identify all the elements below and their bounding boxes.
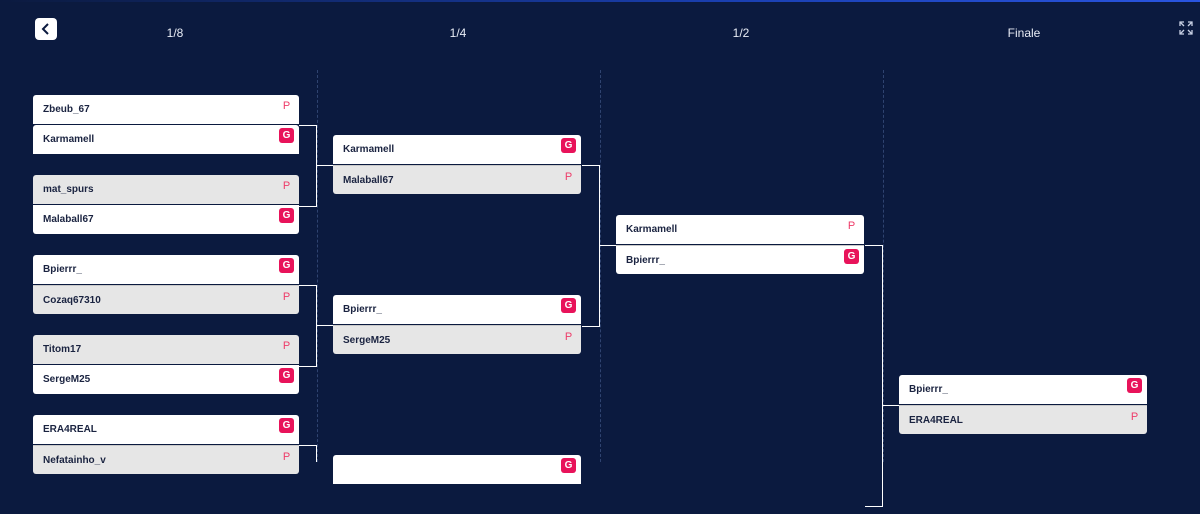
match-card[interactable]: Karmamell G Malaball67 P: [333, 135, 581, 194]
bracket-connector: [316, 165, 333, 166]
player-row[interactable]: Cozaq67310 P: [33, 285, 299, 314]
player-row[interactable]: Malaball67 P: [333, 165, 581, 194]
player-name: SergeM25: [343, 334, 391, 346]
player-row[interactable]: Bpierrr_ G: [616, 245, 864, 274]
player-row[interactable]: SergeM25 G: [33, 365, 299, 394]
match-card[interactable]: Titom17 P SergeM25 G: [33, 335, 299, 394]
result-badge: G: [844, 249, 859, 264]
player-name: Titom17: [43, 344, 82, 355]
player-name: ERA4REAL: [43, 424, 97, 435]
match-card[interactable]: Bpierrr_ G SergeM25 P: [333, 295, 581, 354]
round-divider: [883, 70, 884, 462]
player-row[interactable]: ERA4REAL G: [33, 415, 299, 444]
match-card[interactable]: Bpierrr_ G Cozaq67310 P: [33, 255, 299, 314]
player-row[interactable]: Malaball67 G: [33, 205, 299, 234]
result-badge: P: [1130, 410, 1139, 423]
result-badge: P: [282, 99, 291, 112]
match-card[interactable]: Bpierrr_ G ERA4REAL P: [899, 375, 1147, 434]
result-badge: G: [279, 208, 294, 223]
result-badge: G: [561, 298, 576, 313]
bracket-connector: [865, 245, 883, 507]
player-name: Bpierrr_: [626, 254, 665, 266]
chevron-left-icon: [41, 23, 49, 35]
round-label-quarter: 1/4: [449, 26, 467, 40]
round-label-r16: 1/8: [166, 26, 184, 40]
player-name: Cozaq67310: [43, 294, 101, 306]
player-name: ERA4REAL: [909, 414, 963, 426]
player-row[interactable]: ERA4REAL P: [899, 405, 1147, 434]
round-label-final: Finale: [1007, 26, 1041, 40]
result-badge: G: [1127, 378, 1142, 393]
bracket-connector: [316, 445, 317, 462]
result-badge: P: [847, 219, 856, 232]
player-row[interactable]: Nefatainho_v P: [33, 445, 299, 474]
back-button[interactable]: [35, 18, 57, 40]
player-row[interactable]: G: [333, 455, 581, 484]
player-row[interactable]: Karmamell G: [33, 125, 299, 154]
result-badge: P: [282, 339, 291, 352]
round-divider: [317, 70, 318, 462]
bracket-connector: [599, 245, 616, 246]
result-badge: G: [279, 258, 294, 273]
player-name: Bpierrr_: [343, 304, 382, 315]
player-row[interactable]: Zbeub_67 P: [33, 95, 299, 124]
match-card[interactable]: Zbeub_67 P Karmamell G: [33, 95, 299, 154]
player-name: mat_spurs: [43, 184, 94, 195]
player-name: Malaball67: [43, 214, 94, 225]
match-card[interactable]: ERA4REAL G Nefatainho_v P: [33, 415, 299, 474]
match-card[interactable]: Karmamell P Bpierrr_ G: [616, 215, 864, 274]
result-badge: P: [282, 450, 291, 463]
expand-icon[interactable]: [1178, 20, 1194, 36]
round-divider: [600, 70, 601, 462]
round-label-semi: 1/2: [732, 26, 750, 40]
player-name: Zbeub_67: [43, 104, 90, 115]
player-row[interactable]: Bpierrr_ G: [899, 375, 1147, 404]
player-name: Malaball67: [343, 174, 394, 186]
result-badge: P: [282, 179, 291, 192]
player-row[interactable]: Karmamell P: [616, 215, 864, 244]
player-name: Karmamell: [626, 224, 678, 235]
player-name: Nefatainho_v: [43, 454, 106, 466]
bracket-connector: [882, 405, 899, 406]
player-row[interactable]: SergeM25 P: [333, 325, 581, 354]
result-badge: G: [279, 418, 294, 433]
bracket-connector: [299, 285, 317, 367]
result-badge: G: [279, 368, 294, 383]
player-row[interactable]: Karmamell G: [333, 135, 581, 164]
result-badge: G: [279, 128, 294, 143]
player-row[interactable]: Bpierrr_ G: [33, 255, 299, 284]
top-accent-bar: [0, 0, 1200, 2]
player-row[interactable]: Bpierrr_ G: [333, 295, 581, 324]
result-badge: G: [561, 138, 576, 153]
result-badge: P: [564, 330, 573, 343]
player-row[interactable]: mat_spurs P: [33, 175, 299, 204]
player-name: Bpierrr_: [43, 264, 82, 275]
player-row[interactable]: Titom17 P: [33, 335, 299, 364]
result-badge: P: [564, 170, 573, 183]
result-badge: P: [282, 290, 291, 303]
bracket-connector: [316, 325, 333, 326]
match-card[interactable]: G: [333, 455, 581, 514]
bracket-connector: [299, 125, 317, 207]
match-card[interactable]: mat_spurs P Malaball67 G: [33, 175, 299, 234]
player-name: Bpierrr_: [909, 384, 948, 395]
player-name: Karmamell: [343, 144, 395, 155]
bracket-connector: [582, 165, 600, 327]
player-name: Karmamell: [43, 134, 95, 145]
result-badge: G: [561, 458, 576, 473]
bracket-connector: [299, 445, 316, 446]
player-name: SergeM25: [43, 374, 91, 385]
